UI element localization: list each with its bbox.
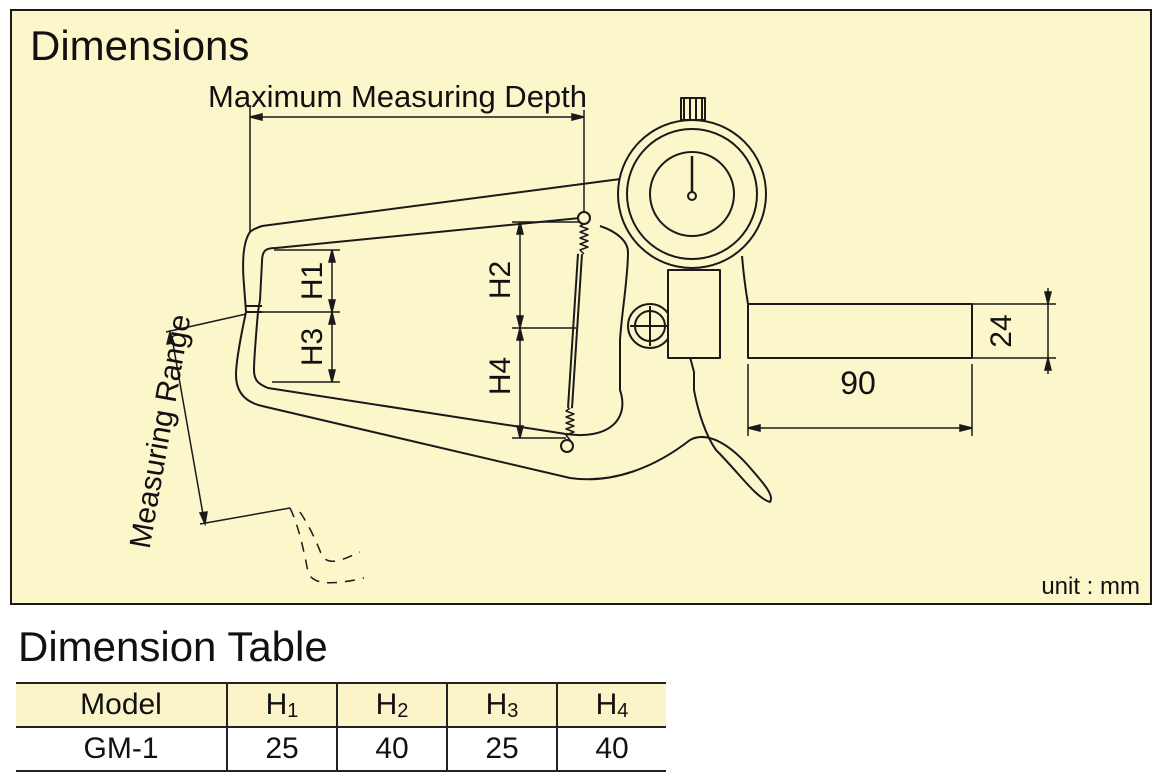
length-label: 90 xyxy=(840,365,876,401)
h2-label: H2 xyxy=(484,261,517,299)
dimension-table: Model H1 H2 H3 H4 GM-1 25 40 25 40 xyxy=(16,682,666,772)
diagram-title: Dimensions xyxy=(30,22,249,69)
header-h4: H4 xyxy=(556,682,666,728)
gauge-body xyxy=(235,97,973,503)
dimension-lines xyxy=(165,106,1056,527)
cell-h4: 40 xyxy=(556,727,666,772)
unit-label: unit : mm xyxy=(1041,573,1140,600)
h1-label: H1 xyxy=(296,262,329,300)
header-h3: H3 xyxy=(446,682,557,728)
h4-label: H4 xyxy=(484,357,517,395)
h3-label: H3 xyxy=(296,328,329,366)
cell-h2: 40 xyxy=(336,727,447,772)
table-row: GM-1 25 40 25 40 xyxy=(16,727,666,772)
cell-model: GM-1 xyxy=(16,727,227,772)
dimensions-diagram: Dimensions xyxy=(10,9,1152,605)
header-model: Model xyxy=(16,682,227,728)
height-label: 24 xyxy=(985,314,1018,347)
max-depth-label: Maximum Measuring Depth xyxy=(208,79,587,114)
table-heading: Dimension Table xyxy=(18,623,328,670)
header-h2: H2 xyxy=(336,682,447,728)
open-arm-outline xyxy=(289,507,365,584)
table-header-row: Model H1 H2 H3 H4 xyxy=(16,682,666,728)
cell-h3: 25 xyxy=(446,727,557,772)
cell-h1: 25 xyxy=(226,727,337,772)
header-h1: H1 xyxy=(226,682,337,728)
